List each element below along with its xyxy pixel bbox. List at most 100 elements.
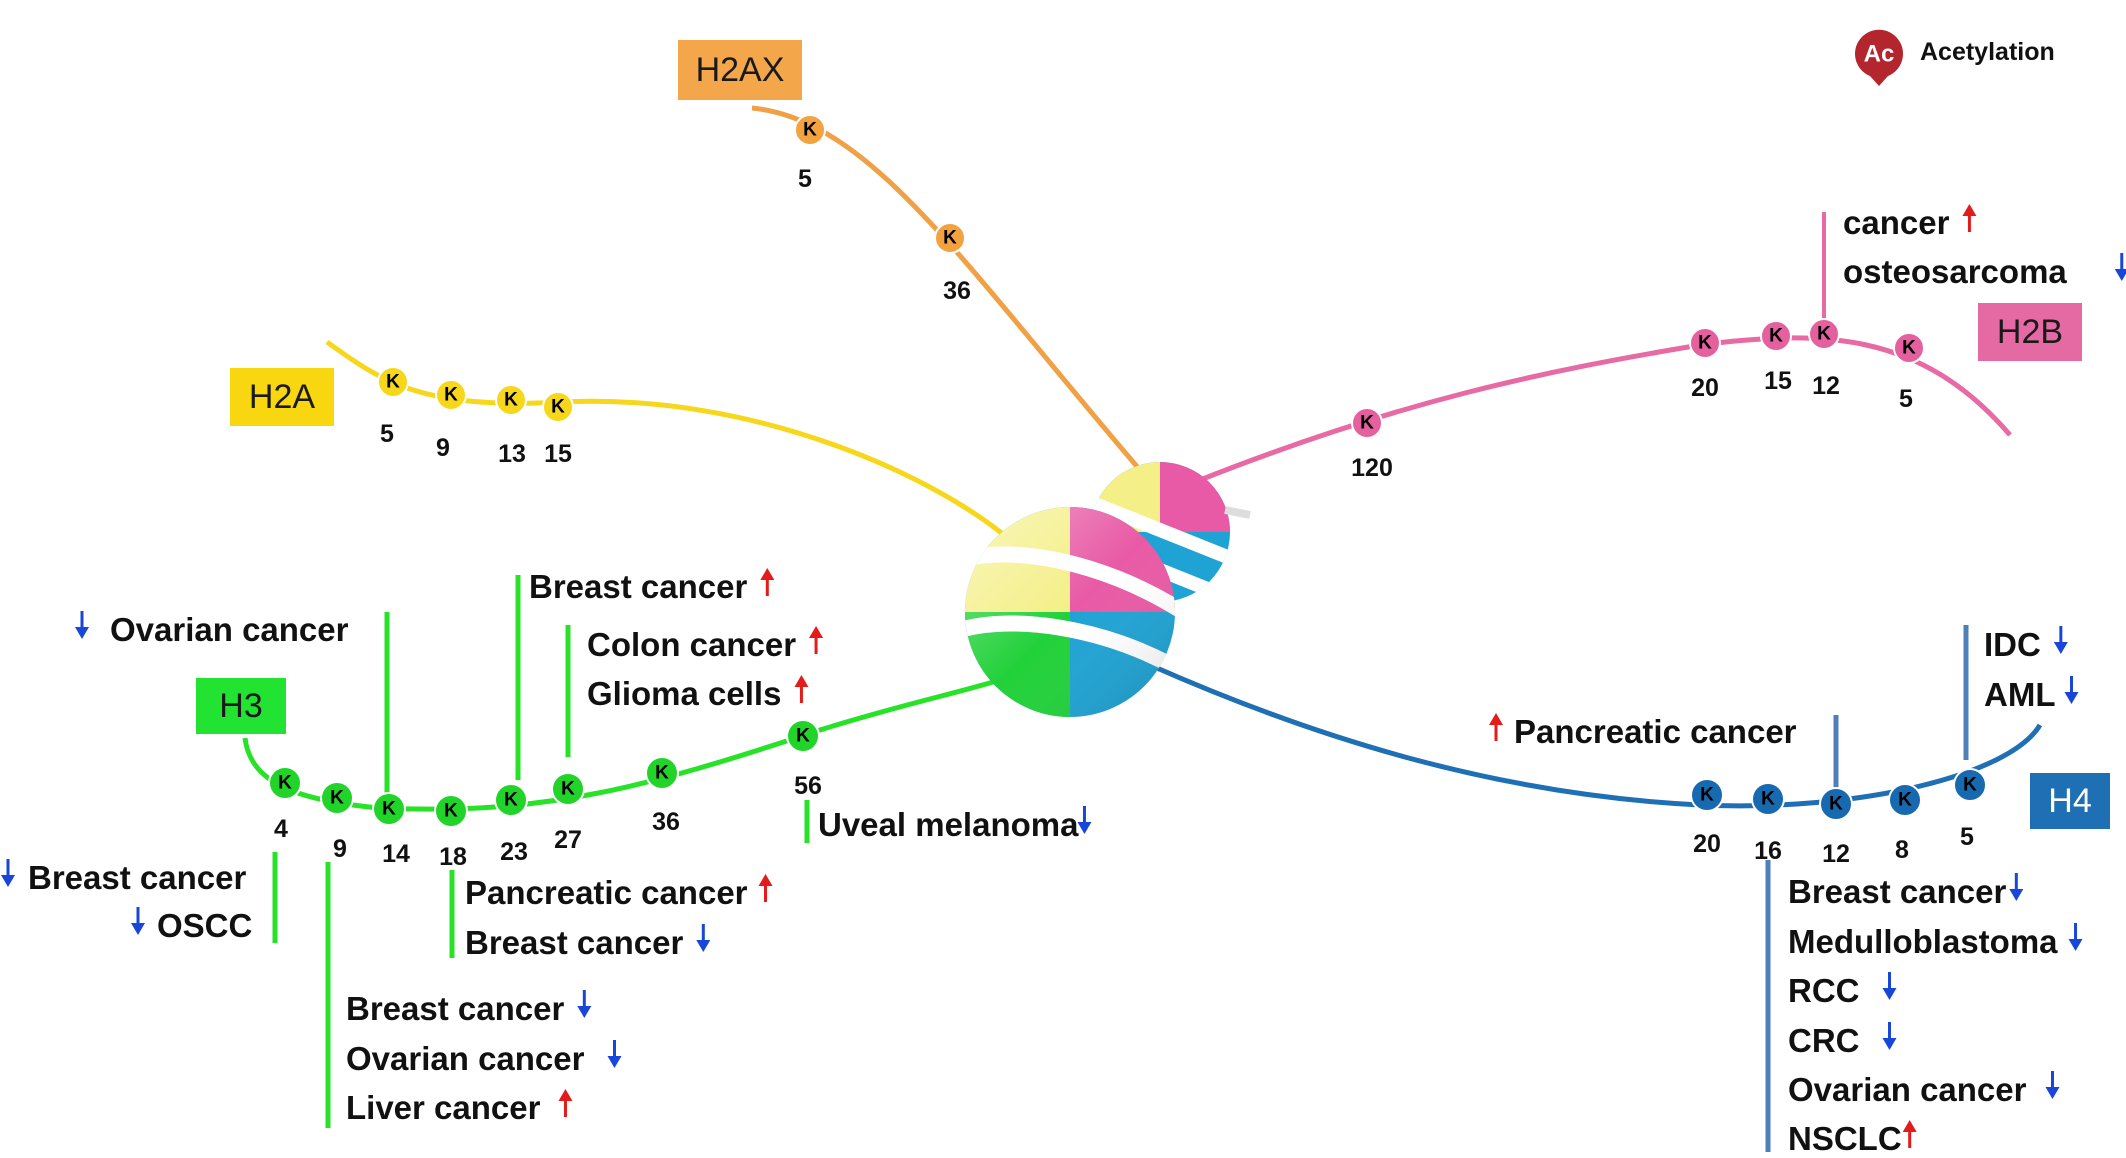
tag-text: H4 bbox=[2048, 782, 2091, 820]
down-arrow-icon bbox=[1077, 806, 1092, 834]
lysine-symbol: K bbox=[1817, 324, 1831, 345]
disease-name: Breast cancer bbox=[1788, 873, 2006, 910]
h4-label-tag: H4 bbox=[2030, 773, 2110, 829]
site-number: 13 bbox=[498, 440, 526, 468]
lysine-symbol: K bbox=[278, 773, 292, 794]
legend-label: Acetylation bbox=[1920, 38, 2055, 66]
down-arrow-icon bbox=[1882, 972, 1897, 1000]
disease-name: Ovarian cancer bbox=[1788, 1071, 2027, 1108]
lysine-circle bbox=[320, 781, 354, 815]
tag-text: H2B bbox=[1997, 313, 2063, 351]
disease-name: Pancreatic cancer bbox=[465, 874, 748, 911]
disease-name: NSCLC bbox=[1788, 1120, 1902, 1157]
h3-annotation-lines bbox=[272, 575, 810, 1128]
lysine-symbol: K bbox=[1829, 794, 1843, 815]
down-arrow-icon bbox=[75, 611, 89, 639]
h4-disease-annotation: Medulloblastoma bbox=[1788, 923, 2083, 960]
tag-box bbox=[196, 678, 286, 734]
h4-disease-annotation: IDC bbox=[1984, 626, 2068, 663]
up-arrow-icon bbox=[758, 874, 773, 902]
h3-disease-annotation: Colon cancer bbox=[587, 626, 824, 663]
h3-disease-annotation: Liver cancer bbox=[346, 1089, 573, 1126]
down-arrow-icon bbox=[2009, 873, 2024, 901]
disease-name: Colon cancer bbox=[587, 626, 796, 663]
lysine-symbol: K bbox=[561, 779, 575, 800]
h3-disease-annotation: Ovarian cancer bbox=[346, 1040, 622, 1077]
site-number: 8 bbox=[1895, 836, 1909, 864]
site-number: 5 bbox=[1960, 823, 1974, 851]
disease-name: Ovarian cancer bbox=[346, 1040, 585, 1077]
site-number: 20 bbox=[1691, 374, 1719, 402]
down-arrow-icon bbox=[1, 859, 15, 887]
h3-lysine-site: K4 bbox=[268, 766, 302, 843]
up-arrow-icon bbox=[1489, 713, 1503, 741]
h2b-lysine-site: K15 bbox=[1760, 320, 1792, 395]
legend-badge-text: Ac bbox=[1864, 41, 1895, 68]
h3-disease-annotation: Breast cancer bbox=[346, 990, 592, 1027]
disease-name: IDC bbox=[1984, 626, 2041, 663]
h4-disease-annotation: CRC bbox=[1788, 1022, 1897, 1059]
up-arrow-icon bbox=[1902, 1120, 1917, 1148]
up-arrow-icon bbox=[809, 626, 824, 654]
disease-name: Glioma cells bbox=[587, 675, 781, 712]
site-number: 16 bbox=[1754, 837, 1782, 865]
up-arrow-icon bbox=[1962, 204, 1977, 232]
lysine-symbol: K bbox=[1898, 790, 1912, 811]
disease-name: AML bbox=[1984, 676, 2055, 713]
tag-box bbox=[230, 368, 334, 426]
lysine-symbol: K bbox=[1963, 775, 1977, 796]
h3-lysine-site: K 56 bbox=[786, 719, 822, 800]
lysine-circle bbox=[377, 366, 409, 398]
h2b-disease-annotation: cancer bbox=[1843, 204, 1977, 241]
lysine-symbol: K bbox=[796, 726, 810, 747]
h3-label-tag: H3 bbox=[196, 678, 286, 734]
up-arrow-icon bbox=[760, 568, 775, 596]
site-number: 15 bbox=[1764, 367, 1792, 395]
lysine-symbol: K bbox=[382, 799, 396, 820]
legend: Ac Acetylation bbox=[1855, 29, 2055, 86]
tag-text: H3 bbox=[219, 687, 262, 725]
disease-name: OSCC bbox=[157, 907, 252, 944]
h2ax-label-tag: H2AX bbox=[678, 40, 802, 100]
site-number: 5 bbox=[380, 420, 394, 448]
lysine-circle bbox=[1760, 320, 1792, 352]
lysine-symbol: K bbox=[444, 385, 458, 406]
h2b-tail bbox=[1189, 335, 2012, 487]
h2ax-lysine-site: K36 bbox=[934, 222, 971, 305]
disease-name: Pancreatic cancer bbox=[1514, 713, 1797, 750]
h3-disease-annotation: Uveal melanoma bbox=[818, 806, 1092, 843]
site-number: 23 bbox=[500, 838, 528, 866]
h4-disease-annotation: RCC bbox=[1788, 972, 1897, 1009]
h2a-lysine-site: K9 bbox=[435, 379, 467, 462]
h2a-tail bbox=[325, 339, 1012, 542]
down-arrow-icon bbox=[2053, 626, 2068, 654]
lysine-symbol: K bbox=[1761, 789, 1775, 810]
down-arrow-icon bbox=[577, 990, 592, 1018]
lysine-symbol: K bbox=[504, 790, 518, 811]
disease-name: Breast cancer bbox=[465, 924, 683, 961]
disease-name: Liver cancer bbox=[346, 1089, 541, 1126]
h3-disease-annotation: Breast cancer bbox=[529, 568, 775, 605]
lysine-symbol: K bbox=[1360, 413, 1374, 434]
site-number: 56 bbox=[794, 772, 822, 800]
disease-name: RCC bbox=[1788, 972, 1860, 1009]
h4-annotation-lines bbox=[1765, 625, 1969, 1152]
h2a-lysine-site: K15 bbox=[542, 391, 574, 468]
h3-lysine-site: K18 bbox=[434, 794, 468, 871]
down-arrow-icon bbox=[2045, 1071, 2060, 1099]
site-number: 15 bbox=[544, 440, 572, 468]
lysine-circle bbox=[1819, 787, 1853, 821]
h3-disease-annotation: Ovarian cancer bbox=[75, 611, 349, 648]
disease-name: Ovarian cancer bbox=[110, 611, 349, 648]
h4-disease-annotation: Pancreatic cancer bbox=[1489, 713, 1797, 750]
h2b-disease-annotation: osteosarcoma bbox=[1843, 253, 2126, 290]
h4-disease-annotation: Ovarian cancer bbox=[1788, 1071, 2060, 1108]
lysine-circle bbox=[1351, 407, 1383, 439]
site-number: 18 bbox=[439, 843, 467, 871]
lysine-circle bbox=[551, 772, 585, 806]
down-arrow-icon bbox=[131, 907, 145, 935]
lysine-circle bbox=[434, 794, 468, 828]
down-arrow-icon bbox=[607, 1040, 622, 1068]
